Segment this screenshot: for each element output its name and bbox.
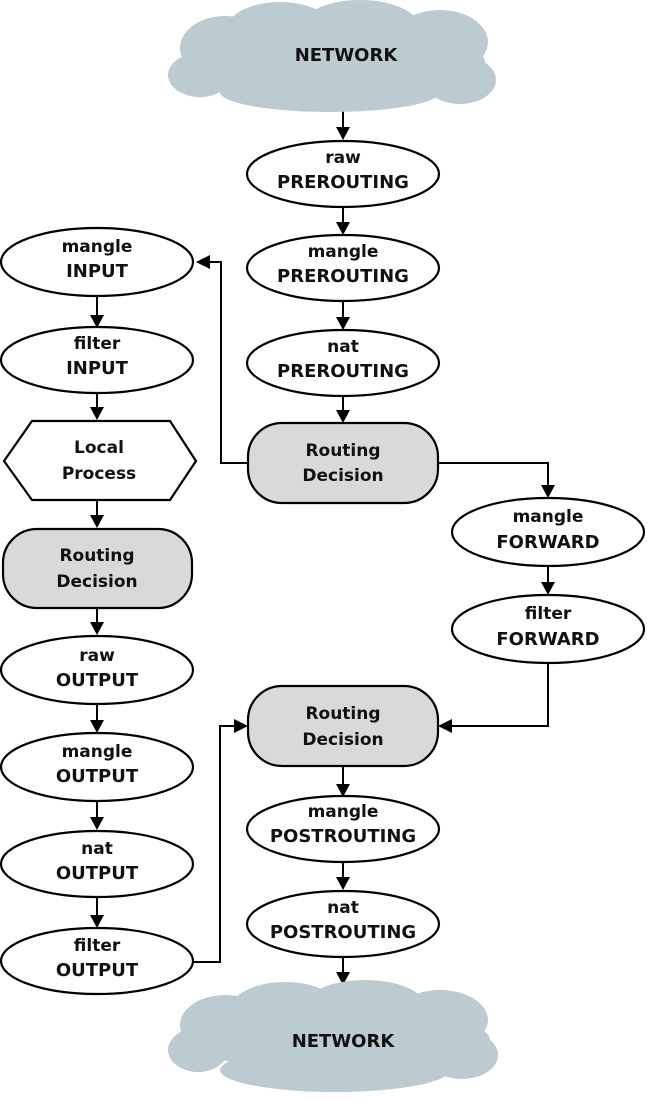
routing-decision-3-line1: Routing — [305, 704, 380, 724]
raw-prerouting-chain: PREROUTING — [277, 172, 409, 193]
node-nat-output: nat OUTPUT — [0, 829, 195, 899]
node-raw-prerouting: raw PREROUTING — [245, 139, 441, 209]
nat-postrouting-table: nat — [327, 898, 359, 918]
node-mangle-input: mangle INPUT — [0, 226, 195, 298]
edge-routing-to-mangle-input — [207, 261, 248, 464]
node-nat-postrouting: nat POSTROUTING — [245, 889, 441, 959]
arrowhead — [90, 315, 104, 328]
node-mangle-forward: mangle FORWARD — [450, 496, 646, 568]
arrowhead — [90, 515, 104, 528]
node-raw-output: raw OUTPUT — [0, 634, 195, 706]
arrowhead — [541, 582, 555, 595]
arrowhead — [336, 127, 350, 140]
mangle-postrouting-table: mangle — [308, 802, 379, 822]
edges — [90, 110, 555, 985]
arrowhead — [90, 915, 104, 928]
filter-forward-table: filter — [525, 604, 572, 624]
nat-output-table: nat — [81, 839, 113, 859]
arrowhead — [90, 720, 104, 733]
mangle-input-chain: INPUT — [66, 261, 129, 282]
arrowhead — [438, 719, 452, 733]
filter-output-table: filter — [74, 936, 121, 956]
edge-filter-forward-to-routing — [450, 663, 549, 727]
mangle-forward-chain: FORWARD — [496, 532, 599, 553]
arrowhead — [336, 222, 350, 235]
nat-prerouting-table: nat — [327, 337, 359, 357]
mangle-input-table: mangle — [62, 237, 133, 257]
node-filter-forward: filter FORWARD — [450, 593, 646, 665]
mangle-forward-table: mangle — [513, 507, 584, 527]
nat-prerouting-chain: PREROUTING — [277, 361, 409, 382]
routing-decision-2-line2: Decision — [56, 572, 137, 592]
network-bottom-label: NETWORK — [292, 1031, 396, 1052]
arrowhead — [336, 877, 350, 890]
arrowhead — [90, 817, 104, 830]
node-local-process: Local Process — [2, 419, 198, 502]
filter-forward-chain: FORWARD — [496, 629, 599, 650]
filter-output-chain: OUTPUT — [56, 960, 139, 981]
arrowhead — [541, 485, 555, 498]
local-process-line1: Local — [74, 438, 124, 458]
node-mangle-postrouting: mangle POSTROUTING — [245, 794, 441, 864]
network-cloud-top: NETWORK — [168, 0, 496, 112]
arrowhead — [336, 972, 350, 985]
edge-filter-output-to-routing — [193, 725, 236, 963]
arrowhead — [90, 622, 104, 635]
routing-decision-2-line1: Routing — [59, 546, 134, 566]
mangle-output-chain: OUTPUT — [56, 766, 139, 787]
node-routing-decision-2: Routing Decision — [1, 527, 194, 610]
arrowhead — [336, 317, 350, 330]
node-filter-input: filter INPUT — [0, 325, 195, 395]
mangle-postrouting-chain: POSTROUTING — [270, 826, 416, 847]
raw-output-chain: OUTPUT — [56, 670, 139, 691]
node-routing-decision-1: Routing Decision — [246, 421, 440, 505]
mangle-output-table: mangle — [62, 742, 133, 762]
network-cloud-bottom: NETWORK — [168, 980, 498, 1092]
edge-routing-to-mangle-forward — [438, 462, 549, 488]
routing-decision-3-line2: Decision — [302, 730, 383, 750]
routing-decision-1-line2: Decision — [302, 466, 383, 486]
raw-output-table: raw — [79, 646, 115, 666]
local-process-line2: Process — [62, 464, 136, 484]
filter-input-table: filter — [74, 334, 121, 354]
mangle-prerouting-chain: PREROUTING — [277, 266, 409, 287]
arrowhead — [196, 255, 210, 269]
node-filter-output: filter OUTPUT — [0, 926, 195, 996]
mangle-prerouting-table: mangle — [308, 242, 379, 262]
node-nat-prerouting: nat PREROUTING — [245, 328, 441, 398]
routing-decision-1-line1: Routing — [305, 441, 380, 461]
node-mangle-prerouting: mangle PREROUTING — [245, 233, 441, 303]
nat-output-chain: OUTPUT — [56, 863, 139, 884]
arrowhead — [234, 719, 248, 733]
arrowhead — [336, 784, 350, 797]
nat-postrouting-chain: POSTROUTING — [270, 922, 416, 943]
filter-input-chain: INPUT — [66, 358, 129, 379]
arrowhead — [336, 410, 350, 423]
node-mangle-output: mangle OUTPUT — [0, 731, 195, 803]
node-routing-decision-3: Routing Decision — [246, 684, 440, 768]
raw-prerouting-table: raw — [325, 148, 361, 168]
arrowhead — [90, 407, 104, 420]
network-top-label: NETWORK — [295, 45, 399, 66]
